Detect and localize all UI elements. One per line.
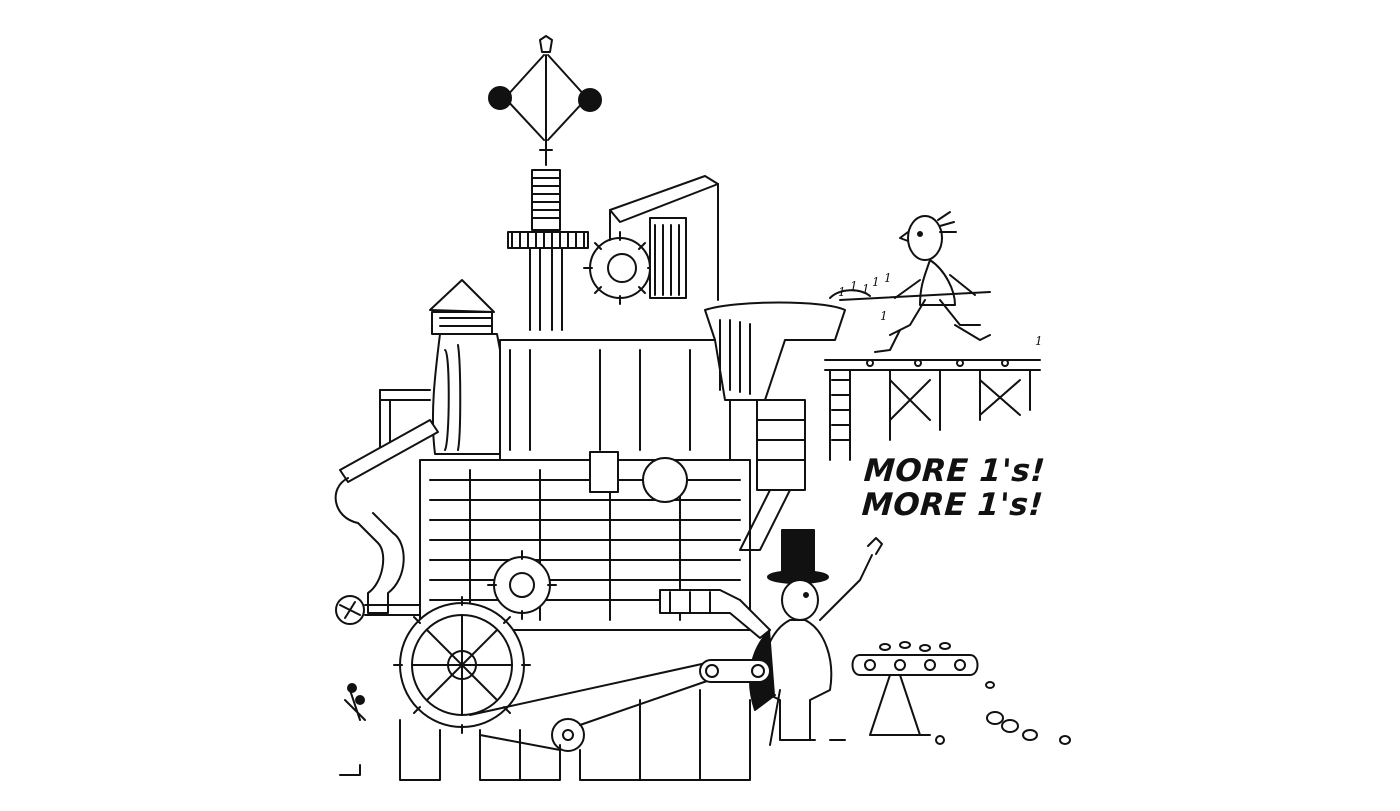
medium-gear-icon <box>487 550 557 620</box>
svg-text:1: 1 <box>1035 334 1043 348</box>
svg-text:1: 1 <box>838 285 846 299</box>
large-gear-icon <box>393 596 531 734</box>
machine-base <box>339 683 751 781</box>
walkway-scaffold <box>824 359 1041 461</box>
output-nozzle <box>659 589 771 639</box>
input-hopper <box>704 301 846 551</box>
belt-drive <box>469 659 771 752</box>
speech-caption-line-1: MORE 1's! <box>862 453 1047 489</box>
chimney-cone <box>429 279 508 455</box>
pump-arm <box>609 175 719 301</box>
svg-text:1: 1 <box>884 271 892 285</box>
flying-ones: 1 1 1 1 1 1 1 <box>838 271 1043 348</box>
machine-cartoon: 1 1 1 1 1 1 1 <box>334 35 1071 781</box>
spring-column <box>507 169 589 331</box>
svg-text:1: 1 <box>872 275 880 289</box>
governor-antenna <box>488 35 602 166</box>
conveyor-belt <box>851 641 1071 745</box>
upper-gear-icon <box>583 231 657 305</box>
running-worker <box>829 211 991 353</box>
svg-text:1: 1 <box>862 282 870 296</box>
top-hat-man <box>749 529 883 746</box>
svg-text:1: 1 <box>880 309 888 323</box>
left-pipes <box>334 389 439 625</box>
svg-text:1: 1 <box>850 279 858 293</box>
speech-caption-line-2: MORE 1's! <box>860 487 1045 523</box>
